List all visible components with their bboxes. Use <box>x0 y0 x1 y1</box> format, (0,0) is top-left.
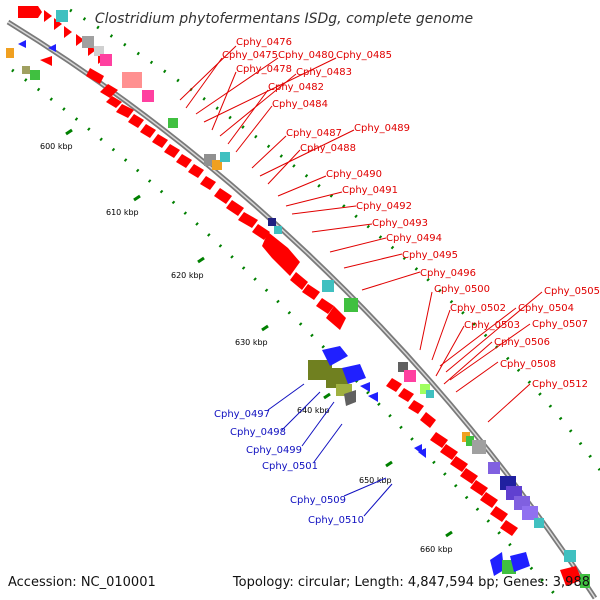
gene-label: Cphy_0510 <box>308 515 364 526</box>
gene-label: Cphy_0491 <box>342 185 398 196</box>
gene-label: Cphy_0505 <box>544 286 600 297</box>
genome-summary-text: Topology: circular; Length: 4,847,594 bp… <box>232 575 590 590</box>
gene-label: Cphy_0500 <box>434 284 490 295</box>
gene-label: Cphy_0480 <box>278 50 334 61</box>
gene-label: Cphy_0483 <box>296 67 352 78</box>
gene-label: Cphy_0485 <box>336 50 392 61</box>
scale-tick-label: 600 kbp <box>40 142 73 151</box>
scale-tick-label: 640 kbp <box>297 406 330 415</box>
reverse-strand-features <box>6 40 590 588</box>
gene-label: Cphy_0482 <box>268 82 324 93</box>
gene-label: Cphy_0484 <box>272 99 328 110</box>
scale-tick-label: 610 kbp <box>106 208 139 217</box>
gene-label: Cphy_0490 <box>326 169 382 180</box>
scale-ticks: 600 kbp 610 kbp 620 kbp 630 kbp 640 kbp … <box>40 128 453 554</box>
gene-label: Cphy_0488 <box>300 143 356 154</box>
gene-label: Cphy_0497 <box>214 409 270 420</box>
scale-tick-label: 660 kbp <box>420 545 453 554</box>
forward-gene-labels: Cphy_0476 Cphy_0475 Cphy_0480 Cphy_0485 … <box>179 37 600 423</box>
scale-tick-label: 650 kbp <box>359 476 392 485</box>
forward-strand-colored-features <box>56 10 576 562</box>
gene-label: Cphy_0492 <box>356 201 412 212</box>
gene-label: Cphy_0504 <box>518 303 574 314</box>
gene-label: Cphy_0475 <box>222 50 278 61</box>
gene-label: Cphy_0507 <box>532 319 588 330</box>
gene-label: Cphy_0487 <box>286 128 342 139</box>
gene-label: Cphy_0501 <box>262 461 318 472</box>
gene-label: Cphy_0508 <box>500 359 556 370</box>
gene-label: Cphy_0509 <box>290 495 346 506</box>
gene-label: Cphy_0502 <box>450 303 506 314</box>
gene-label: Cphy_0499 <box>246 445 302 456</box>
scale-line-outer <box>69 8 600 471</box>
accession-text: Accession: NC_010001 <box>8 575 156 590</box>
gene-label: Cphy_0494 <box>386 233 442 244</box>
scale-tick-label: 630 kbp <box>235 338 268 347</box>
map-title: Clostridium phytofermentans ISDg, comple… <box>95 11 473 27</box>
gene-label: Cphy_0498 <box>230 427 286 438</box>
gene-label: Cphy_0503 <box>464 320 520 331</box>
gene-label: Cphy_0496 <box>420 268 476 279</box>
scale-line-inner <box>11 68 562 600</box>
reverse-gene-labels: Cphy_0497 Cphy_0498 Cphy_0499 Cphy_0501 … <box>214 383 393 526</box>
gene-label: Cphy_0493 <box>372 218 428 229</box>
gene-label: Cphy_0478 <box>236 64 292 75</box>
gene-label: Cphy_0489 <box>354 123 410 134</box>
gene-label: Cphy_0506 <box>494 337 550 348</box>
forward-strand-features <box>18 6 518 536</box>
gene-label: Cphy_0512 <box>532 379 588 390</box>
scale-tick-label: 620 kbp <box>171 271 204 280</box>
gene-label: Cphy_0495 <box>402 250 458 261</box>
gene-label: Cphy_0476 <box>236 37 292 48</box>
